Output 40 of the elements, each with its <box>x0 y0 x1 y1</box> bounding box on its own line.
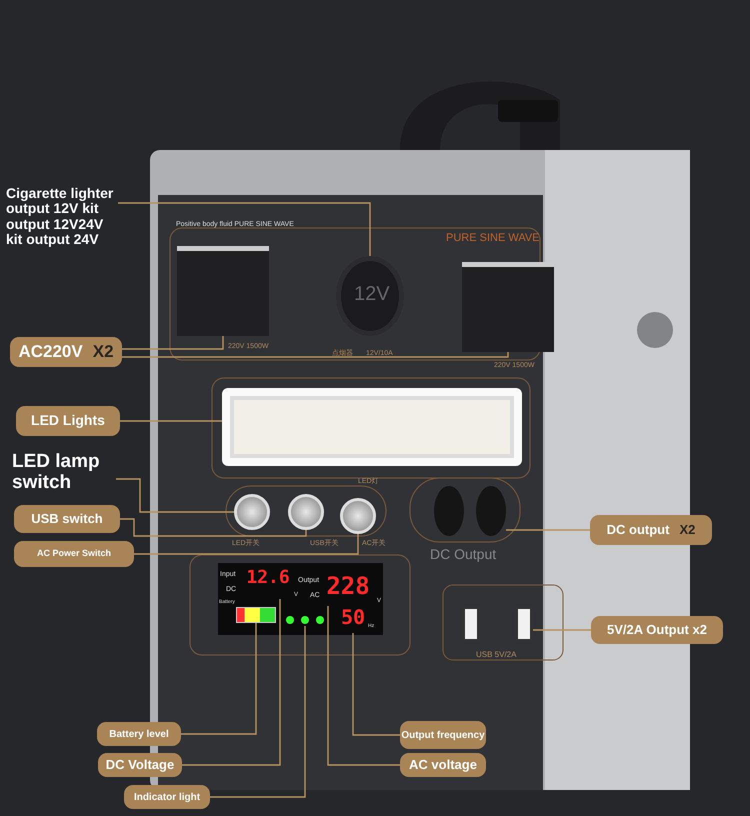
leader-line <box>116 478 234 513</box>
callout-label: AC Power Switch <box>14 541 134 567</box>
leader-line <box>120 518 307 537</box>
callout-text: Cigarette lighter output 12V kit output 12V24V kit output 24V <box>6 186 118 272</box>
callout-label: Battery level <box>97 722 181 746</box>
leader-line <box>118 202 371 256</box>
callout-label: Indicator light <box>124 785 210 809</box>
usb-port <box>515 606 533 642</box>
callout-label: DC Voltage <box>98 753 182 777</box>
leader-line <box>506 529 590 531</box>
callout-text: LED lamp switch <box>12 452 116 502</box>
panel-text: PURE SINE WAVE <box>446 233 540 244</box>
callout-label: Output frequency <box>400 721 486 749</box>
callout-label: LED Lights <box>16 406 120 436</box>
leader-line <box>210 626 306 798</box>
dc-voltage-readout: 12.6 <box>244 569 292 599</box>
socket-text: 12V <box>354 284 390 304</box>
leader-line <box>533 629 591 631</box>
leader-line <box>182 599 281 766</box>
leader-line <box>352 633 400 736</box>
battery-level-bar <box>236 607 276 623</box>
leader-line <box>181 623 257 735</box>
ac-voltage-readout: 228 <box>320 574 376 606</box>
callout-label: AC220V X2 <box>10 337 122 367</box>
panel-text: USB 5V/2A <box>476 651 516 659</box>
callout-label: USB switch <box>14 505 120 533</box>
leader-line <box>134 534 359 555</box>
panel-text: DC Output <box>430 547 496 561</box>
callout-label: DC output X2 <box>590 515 712 545</box>
leader-line <box>122 352 509 358</box>
frequency-readout: 50 <box>338 607 368 633</box>
usb-port <box>462 606 480 642</box>
led-light-panel <box>222 388 522 466</box>
leader-line <box>327 606 400 766</box>
callout-label: 5V/2A Output x2 <box>591 616 723 644</box>
ac-outlet <box>462 262 554 352</box>
leader-line <box>120 420 222 422</box>
ac-outlet <box>177 246 269 336</box>
callout-label: AC voltage <box>400 753 486 777</box>
leader-line <box>122 336 224 350</box>
